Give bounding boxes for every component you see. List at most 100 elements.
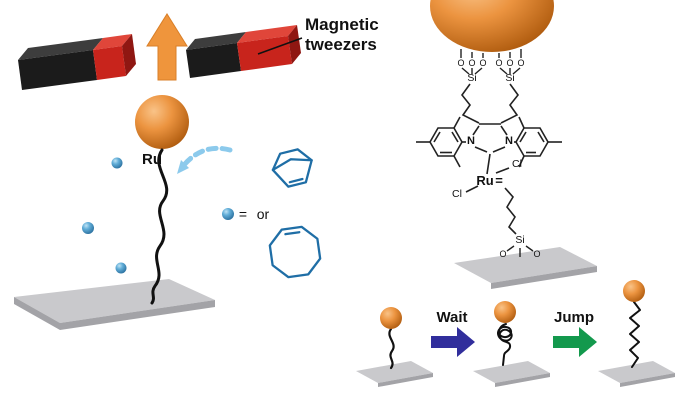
polymer-chain [150,148,169,305]
carbene-ru-bond [486,153,491,175]
aromatic-bond [519,131,527,143]
right-magnet-front-black [186,43,241,78]
o-atom-label: O [457,58,464,68]
sequence-figure-coiled [473,301,550,387]
dashed-arrow-head [177,160,189,174]
bond [474,146,488,153]
carbene-chain [504,187,517,235]
bead-silane-atoms: O O O O O O Si Si [457,58,524,84]
ru-cl-bond-bottom [465,185,479,193]
jump-label: Jump [554,309,594,326]
left-magnet-front-black [18,50,97,90]
tether-chain-right [500,83,520,124]
surface-left-edge [14,297,60,330]
left-magnet-front-red [93,46,126,80]
o-atom-label: O [499,249,506,259]
mini-coiled-chain [497,323,513,366]
bond [512,67,521,75]
right-magnet-front-red [237,36,292,71]
sequence-figure-extended [598,280,675,387]
bead-silane-bonds [460,49,522,75]
right-magnet-side-red [288,25,301,64]
mini-surface [356,361,433,383]
label-pointer-line [257,37,303,55]
ru-label: Ru [142,151,162,168]
o-atom-label: O [479,58,486,68]
mini-extended-chain [629,301,641,368]
mini-surface-edge [378,373,433,387]
bead-hemisphere [430,0,554,52]
mini-chain [388,327,395,370]
right-magnet-top-black [186,32,246,50]
o-atom-label: O [517,58,524,68]
monomer-legend: = or [222,148,322,279]
bond [499,67,508,75]
monomer-dot [115,262,127,274]
mesityl-left [416,116,466,168]
surface-top-face [454,247,597,283]
cyclooctene-double-bond [284,231,301,236]
si-atom-label: Si [505,72,514,84]
bond [461,67,470,75]
tether-chain-left [460,83,480,124]
o-atom-label: O [495,58,502,68]
bond [525,245,534,252]
mini-surface-edge [620,373,675,387]
ru-double-bond: = [495,173,503,188]
dashed-capture-arrow [177,145,233,174]
ru-atom-label: Ru [476,173,493,188]
o-atom-label: O [533,249,540,259]
legend-equals: = [239,206,247,222]
bond [500,125,508,136]
wait-label: Wait [436,309,467,326]
cl-atom-label: Cl [452,188,462,200]
left-magnet-side-red [122,34,136,76]
si-atom-label: Si [515,234,524,246]
methyl-stub [453,155,461,168]
mini-surface-edge [495,373,550,387]
ru-cl-bond-top [495,167,510,174]
norbornene-structure [271,148,313,188]
mini-bead [380,307,402,329]
bond [472,125,480,136]
anchor-silane: Si O O [499,234,540,259]
legend-or: or [257,206,270,222]
magnetic-tweezers-line1: Magnetic [305,15,379,34]
mini-bead [494,301,516,323]
jump-arrow [553,327,597,357]
mini-surface [598,361,675,383]
o-atom-label: O [468,58,475,68]
bond [492,146,506,153]
substrate-surface-right [454,247,597,289]
magnetic-bead [135,95,189,149]
cyclooctene-ring [268,225,322,279]
legend-monomer-dot [222,208,234,220]
bond [474,67,483,75]
norbornene-double-bond [288,177,304,184]
monomer-dot [82,222,94,234]
mini-bead [623,280,645,302]
o-atom-label: O [506,58,513,68]
cyclooctene-structure [268,225,322,279]
substrate-surface-left [14,279,215,330]
monomer-dot [111,157,123,169]
sequence-figure-initial [356,307,433,387]
magnetic-tweezers-line2: tweezers [305,35,377,54]
surface-top-face [14,279,215,323]
lift-arrow [146,13,188,81]
cl-atom-label: Cl [512,158,522,170]
methyl-stub [518,116,525,129]
aromatic-bond [451,131,459,143]
norbornene-bridge [271,158,313,172]
n-atom-label: N [467,135,475,147]
dashed-arrow-curve [181,145,233,168]
n-atom-label: N [505,135,513,147]
mesityl-right [514,116,562,168]
right-magnet [186,25,301,78]
magnetic-tweezers-label: Magnetic tweezers [257,15,379,55]
methyl-stub [453,116,461,129]
methyl-stub [518,155,525,168]
mini-surface [473,361,550,383]
